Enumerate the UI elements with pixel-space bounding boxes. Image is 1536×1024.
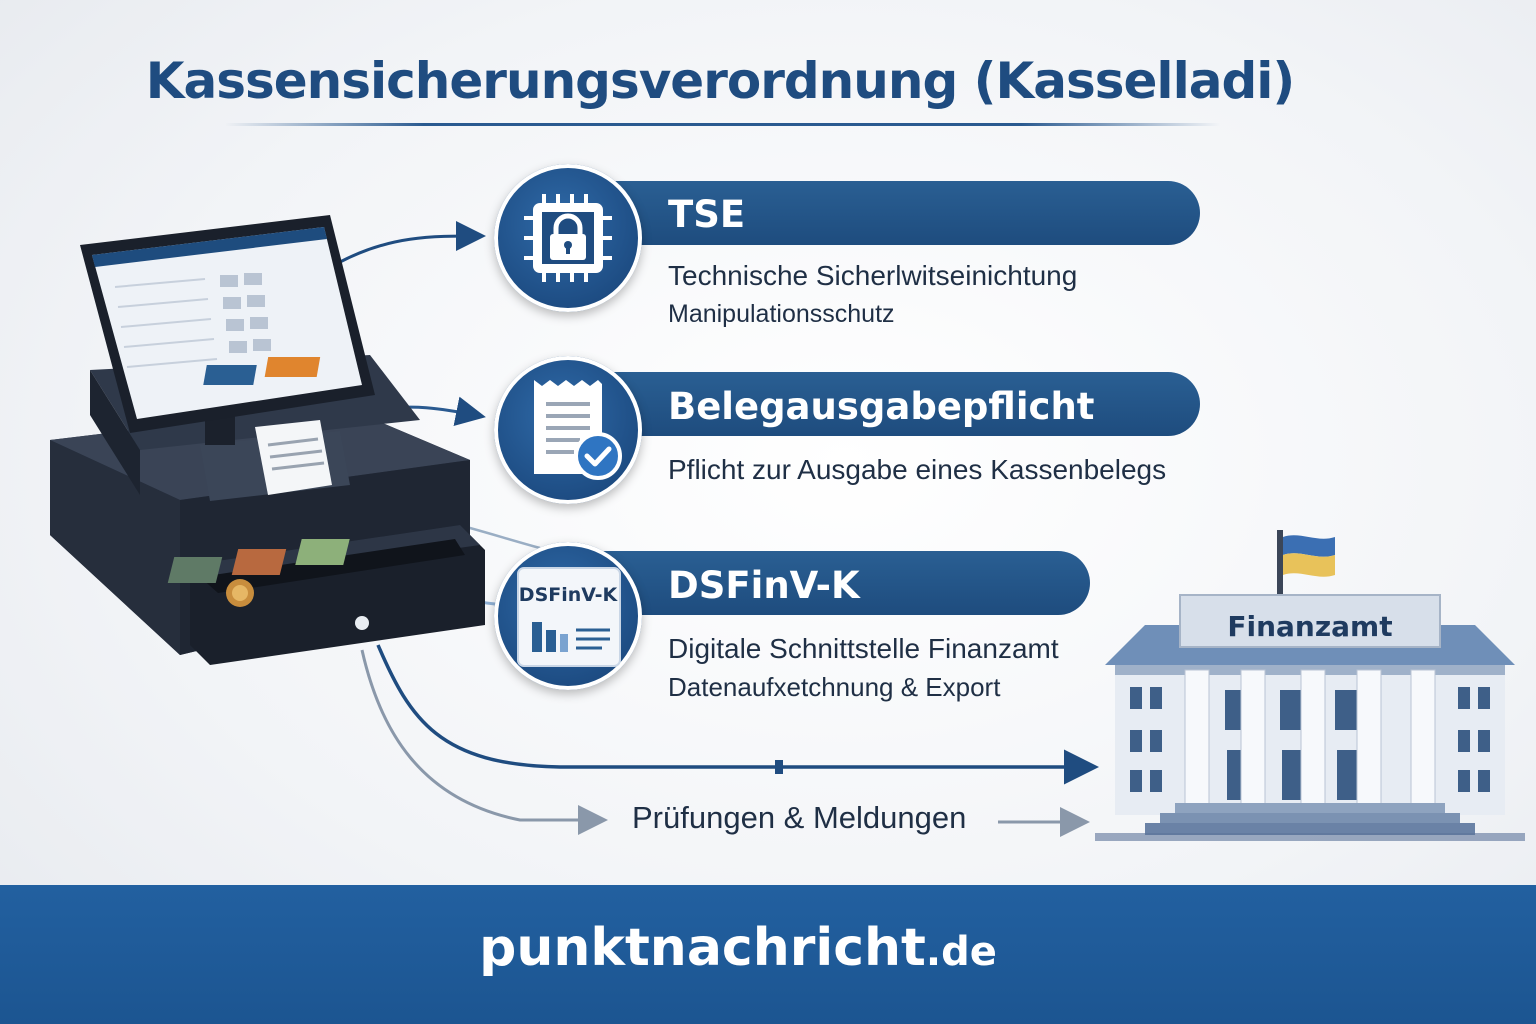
beleg-desc-line-1: Pflicht zur Ausgabe eines Kassenbelegs	[668, 454, 1167, 485]
flag-icon	[1283, 535, 1335, 557]
flow-marker	[775, 760, 783, 774]
dsfinv-bar	[560, 551, 1090, 615]
page-title: Kassensicherungsverordnung (Kasselladi)	[145, 52, 1295, 110]
arrow-to-finanzamt	[376, 644, 1099, 785]
footer-tld: .de	[925, 929, 997, 975]
tse-badge	[494, 164, 642, 312]
flow-label: Prüfungen & Meldungen	[632, 800, 967, 835]
document-chart-icon	[517, 567, 621, 667]
flag-pole	[1277, 530, 1283, 615]
dsfinv-badge: DSFinV-K	[494, 542, 642, 690]
arrow-pruefungen	[360, 649, 608, 835]
dsfinv-desc-line-2: Datenaufxetchnung & Export	[668, 672, 1001, 702]
dsfinv-badge-label: DSFinV-K	[518, 584, 618, 606]
arrow-to-tse	[339, 221, 486, 264]
footer-banner	[0, 885, 1536, 1024]
finanzamt-building-illustration	[1095, 530, 1525, 841]
title-divider	[225, 123, 1220, 126]
footer-brand: punktnachricht.de	[0, 918, 1476, 978]
dsfinv-desc-line-1: Digitale Schnittstelle Finanzamt	[668, 633, 1059, 664]
finanzamt-label: Finanzamt	[1227, 610, 1393, 643]
tse-bar	[560, 181, 1200, 245]
tse-heading: TSE	[668, 193, 746, 236]
footer-domain: punktnachricht	[479, 918, 926, 978]
tse-desc-line-1: Technische Sicherlwitseinichtung	[668, 260, 1078, 291]
cash-register-illustration	[50, 215, 485, 665]
beleg-bar	[560, 372, 1200, 436]
dsfinv-heading: DSFinV-K	[668, 564, 860, 607]
lock-chip-icon	[524, 194, 612, 282]
tse-desc-line-2: Manipulationsschutz	[668, 300, 895, 328]
beleg-badge	[494, 356, 642, 504]
beleg-heading: Belegausgabepflicht	[668, 385, 1095, 428]
receipt-check-icon	[534, 380, 622, 480]
